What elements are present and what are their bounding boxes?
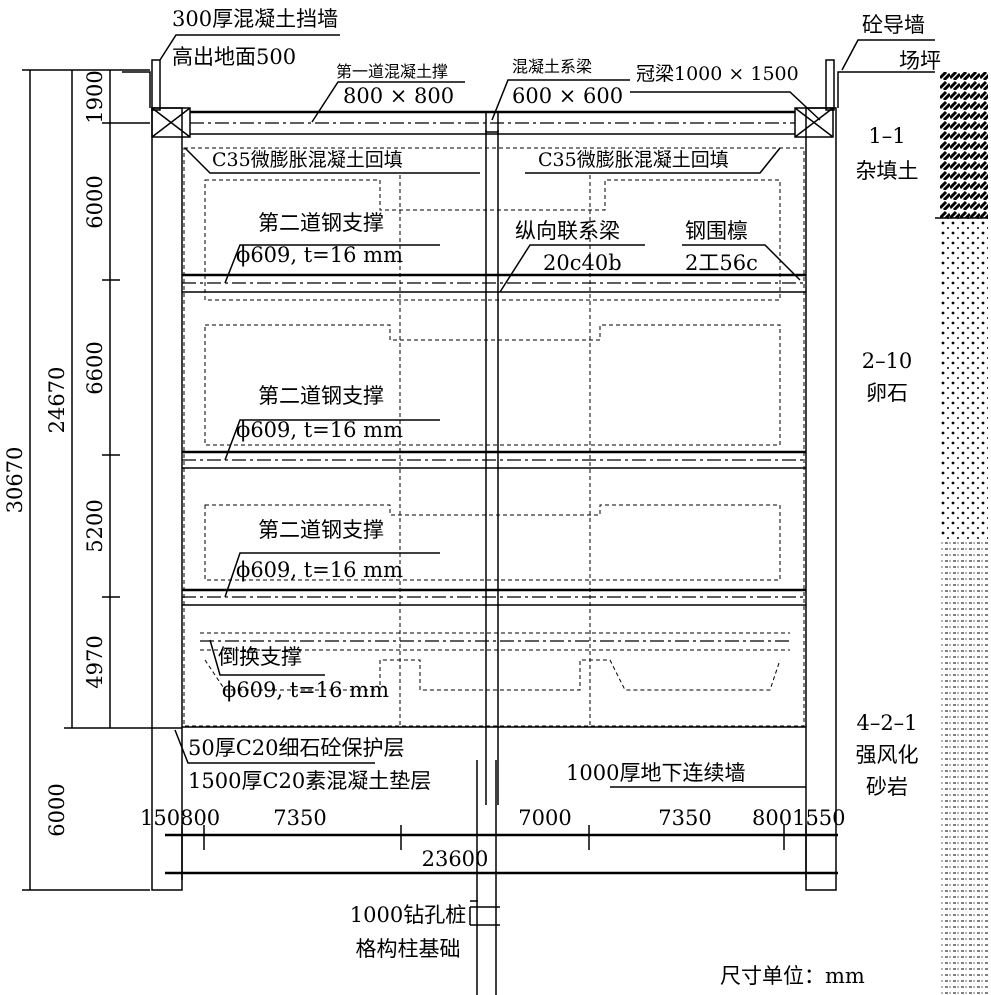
tie-beam-name: 混凝土系梁 [512, 57, 592, 76]
protect-layer-label: 50厚C20细石砼保护层 [188, 736, 405, 760]
dim-embed-depth: 6000 [45, 783, 69, 836]
dim-segment-2: 6000 [83, 175, 107, 228]
strut2-size: ϕ609, t=16 mm [236, 243, 403, 267]
lattice-column [485, 111, 499, 805]
leader-lines [159, 34, 935, 926]
retaining-wall-label-1: 300厚混凝土挡墙 [172, 7, 338, 31]
inverted-strut-name: 倒换支撑 [218, 645, 302, 669]
concrete-strut-1 [190, 110, 795, 135]
soil-layer-fill [940, 72, 988, 218]
vertical-dimensions [22, 69, 182, 891]
steel-strut-2 [182, 273, 806, 293]
dim-segment-3: 6600 [83, 341, 107, 394]
strut3-size: ϕ609, t=16 mm [236, 418, 403, 442]
pile-label-1: 1000钻孔桩 [350, 903, 466, 927]
crown-beam-left [151, 107, 191, 138]
dim-h-segment-2: 7350 [273, 806, 326, 830]
crown-beam-right [794, 107, 834, 138]
soil-3-name: 强风化 [856, 743, 919, 767]
strut4-size: ϕ609, t=16 mm [236, 558, 403, 582]
soil-3-code: 4–2–1 [856, 711, 917, 735]
unit-label: 尺寸单位：mm [720, 964, 865, 988]
cushion-layer-label: 1500厚C20素混凝土垫层 [188, 769, 431, 793]
dim-segment-4: 5200 [83, 499, 107, 552]
soil-layer-pebble [940, 218, 988, 540]
pile-label-2: 格构柱基础 [356, 937, 461, 961]
strut1-size: 800 × 800 [343, 84, 454, 108]
soil-layer-sandstone [940, 540, 988, 995]
dim-segment-1: 1900 [83, 70, 107, 123]
strut1-name: 第一道混凝土撑 [336, 62, 448, 81]
dim-excavation-depth: 24670 [45, 367, 69, 434]
strut2-name: 第二道钢支撑 [258, 211, 384, 235]
soil-1-code: 1–1 [868, 124, 905, 148]
diaphragm-wall-right [805, 107, 837, 891]
steel-strut-3 [182, 450, 806, 469]
tie-beam-size: 600 × 600 [512, 84, 623, 108]
dim-h-segment-4: 7350 [658, 806, 711, 830]
dim-h-segment-3: 7000 [518, 806, 571, 830]
soil-1-name: 杂填土 [856, 159, 919, 183]
long-tie-size: 20c40b [543, 251, 622, 275]
soil-2-name: 卵石 [866, 381, 908, 405]
retaining-wall-label-2: 高出地面500 [172, 45, 296, 69]
backfill-label-left: C35微膨胀混凝土回填 [212, 149, 403, 171]
horizontal-dimensions [165, 825, 838, 880]
dim-h-segment-5: 8001550 [752, 806, 846, 830]
guide-wall-label: 砼导墙 [862, 13, 925, 37]
diaphragm-wall-left [151, 107, 183, 891]
soil-2-code: 2–10 [862, 349, 913, 373]
inverted-strut [200, 632, 790, 651]
dim-h-total: 23600 [422, 847, 489, 871]
long-tie-name: 纵向联系梁 [515, 219, 620, 243]
crown-beam-label: 冠梁1000 × 1500 [636, 63, 799, 85]
strut3-name: 第二道钢支撑 [258, 384, 384, 408]
backfill-outline [183, 147, 805, 727]
dim-total-depth: 30670 [3, 447, 27, 514]
steel-strut-4 [182, 588, 806, 606]
waler-size: 2工56c [685, 251, 758, 275]
backfill-label-right: C35微膨胀混凝土回填 [538, 149, 729, 171]
bored-pile [476, 760, 497, 995]
soil-3-name2: 砂岩 [866, 775, 908, 799]
inverted-strut-size: ϕ609, t=16 mm [222, 678, 389, 702]
waler-name: 钢围檩 [685, 219, 748, 243]
strut4-name: 第二道钢支撑 [258, 518, 384, 542]
site-pad-label: 场坪 [899, 49, 941, 73]
dim-segment-5: 4970 [83, 635, 107, 688]
dim-h-segment-1: 150800 [140, 806, 220, 830]
retaining-wall [122, 59, 161, 111]
station-structure-outline [204, 175, 781, 726]
diaphragm-wall-label: 1000厚地下连续墙 [566, 761, 745, 785]
